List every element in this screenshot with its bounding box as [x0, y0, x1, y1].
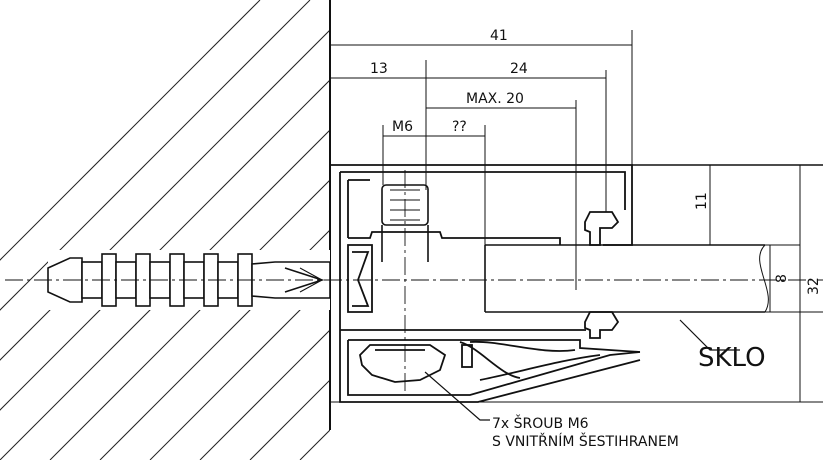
glass-label: SKLO — [698, 343, 766, 373]
leader-lines — [424, 319, 740, 421]
dim-m6: M6 — [392, 119, 413, 135]
dim-24: 24 — [510, 61, 528, 77]
dim-32: 32 — [806, 277, 822, 295]
dim-8: 8 — [774, 274, 790, 283]
centerlines — [5, 170, 823, 395]
dim-13: 13 — [370, 61, 388, 77]
dim-41: 41 — [490, 28, 508, 44]
dim-unknown: ?? — [452, 119, 467, 135]
wall-hatching — [0, 0, 330, 460]
dim-11: 11 — [694, 192, 710, 210]
glass-pane — [484, 244, 769, 313]
dimension-lines — [329, 30, 801, 402]
screw-label-line1: 7x ŠROUB M6 — [492, 414, 589, 432]
screw-label-line2: S VNITŘNÍM ŠESTIHRANEM — [492, 432, 679, 450]
dim-max-20: MAX. 20 — [466, 91, 524, 107]
